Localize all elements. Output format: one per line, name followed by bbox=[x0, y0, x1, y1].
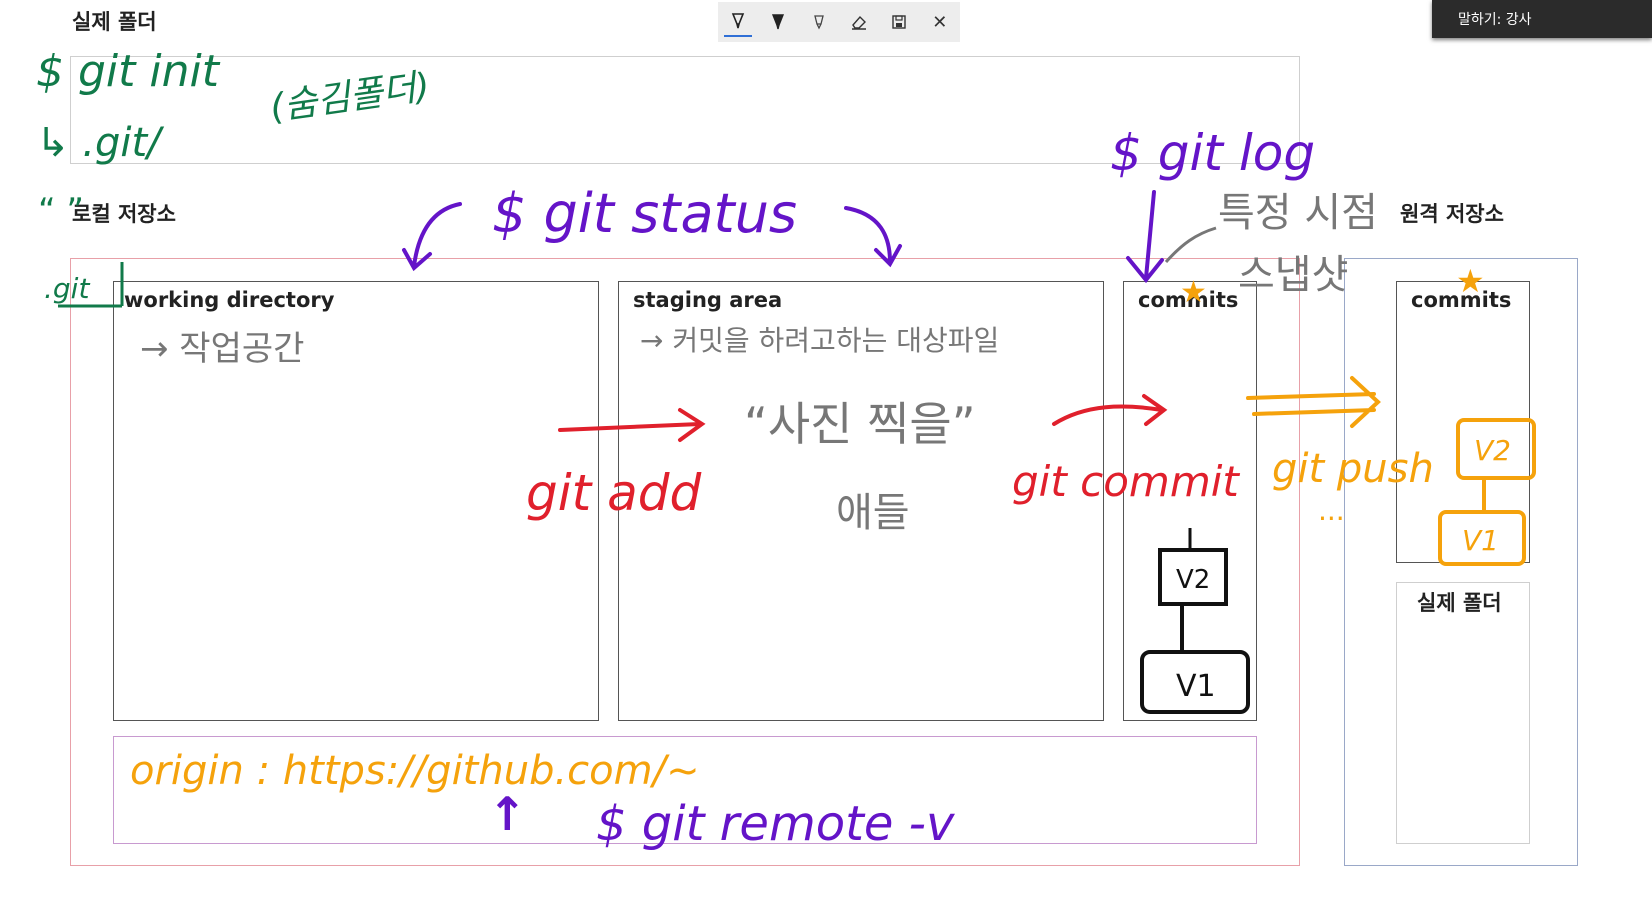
local-quote-annotation: “ ” bbox=[38, 191, 84, 231]
up-arrow-annotation: ↑ bbox=[488, 787, 527, 841]
remote-commits-label: commits bbox=[1411, 288, 1512, 312]
git-commit-annotation: git commit bbox=[1012, 457, 1240, 506]
local-star-icon: ★ bbox=[1180, 275, 1207, 310]
specific-time-annotation: 특정 시점 bbox=[1218, 190, 1378, 236]
origin-box bbox=[113, 736, 1257, 844]
git-log-annotation: $ git log bbox=[1110, 124, 1315, 182]
remote-repo-title: 원격 저장소 bbox=[1400, 202, 1504, 226]
photo-suffix-annotation: 애들 bbox=[836, 490, 910, 536]
local-repo-title: 로컬 저장소 bbox=[72, 202, 176, 226]
v1-label: V1 bbox=[1176, 669, 1216, 704]
remote-v2-label: V2 bbox=[1474, 434, 1511, 467]
remote-v1-label: V1 bbox=[1462, 524, 1499, 557]
real-folder-box bbox=[70, 56, 1300, 164]
staging-area-label: staging area bbox=[633, 288, 783, 312]
eraser-icon[interactable] bbox=[845, 8, 873, 36]
staging-area-box: staging area bbox=[618, 281, 1104, 721]
save-icon[interactable] bbox=[885, 8, 913, 36]
git-tag-annotation: .git bbox=[44, 272, 90, 305]
git-push-annotation: git push bbox=[1272, 446, 1434, 492]
ellipsis-annotation: ... bbox=[1318, 494, 1345, 527]
v2-label: V2 bbox=[1176, 565, 1210, 595]
annotation-toolbar: ✕ bbox=[718, 2, 960, 42]
staging-desc-annotation: → 커밋을 하려고하는 대상파일 bbox=[640, 324, 999, 357]
git-init-annotation: $ git init bbox=[36, 46, 221, 97]
git-dir-annotation: ↳ .git/ bbox=[36, 120, 165, 166]
close-label: ✕ bbox=[932, 11, 948, 33]
pen-icon[interactable] bbox=[724, 7, 753, 37]
hidden-folder-annotation: (숨김폴더) bbox=[268, 66, 433, 129]
remote-real-folder-box: 실제 폴더 bbox=[1396, 582, 1530, 844]
real-folder-title: 실제 폴더 bbox=[72, 10, 157, 34]
pen2-icon[interactable] bbox=[764, 8, 792, 36]
working-directory-label: working directory bbox=[124, 288, 335, 312]
remote-repo-box bbox=[1344, 258, 1578, 866]
origin-annotation: origin : https://github.com/~ bbox=[130, 748, 700, 794]
git-remote-annotation: $ git remote -v bbox=[596, 796, 955, 852]
remote-star-icon: ★ bbox=[1456, 262, 1485, 300]
workspace-annotation: → 작업공간 bbox=[140, 329, 304, 369]
speaker-indicator: 말하기: 강사 bbox=[1432, 0, 1652, 38]
remote-real-folder-label: 실제 폴더 bbox=[1417, 591, 1502, 615]
git-add-annotation: git add bbox=[526, 464, 702, 522]
working-directory-box: working directory bbox=[113, 281, 599, 721]
speaker-label: 말하기: 강사 bbox=[1458, 12, 1532, 28]
close-icon[interactable]: ✕ bbox=[926, 8, 954, 36]
local-commits-box: commits bbox=[1123, 281, 1257, 721]
snapshot-annotation: 스냅샷 bbox=[1238, 252, 1348, 298]
highlighter-icon[interactable] bbox=[805, 8, 833, 36]
photo-quote-annotation: “사진 찍을” bbox=[744, 397, 976, 451]
git-status-annotation: $ git status bbox=[492, 182, 797, 245]
local-commits-label: commits bbox=[1138, 288, 1239, 312]
local-repo-box bbox=[70, 258, 1300, 866]
